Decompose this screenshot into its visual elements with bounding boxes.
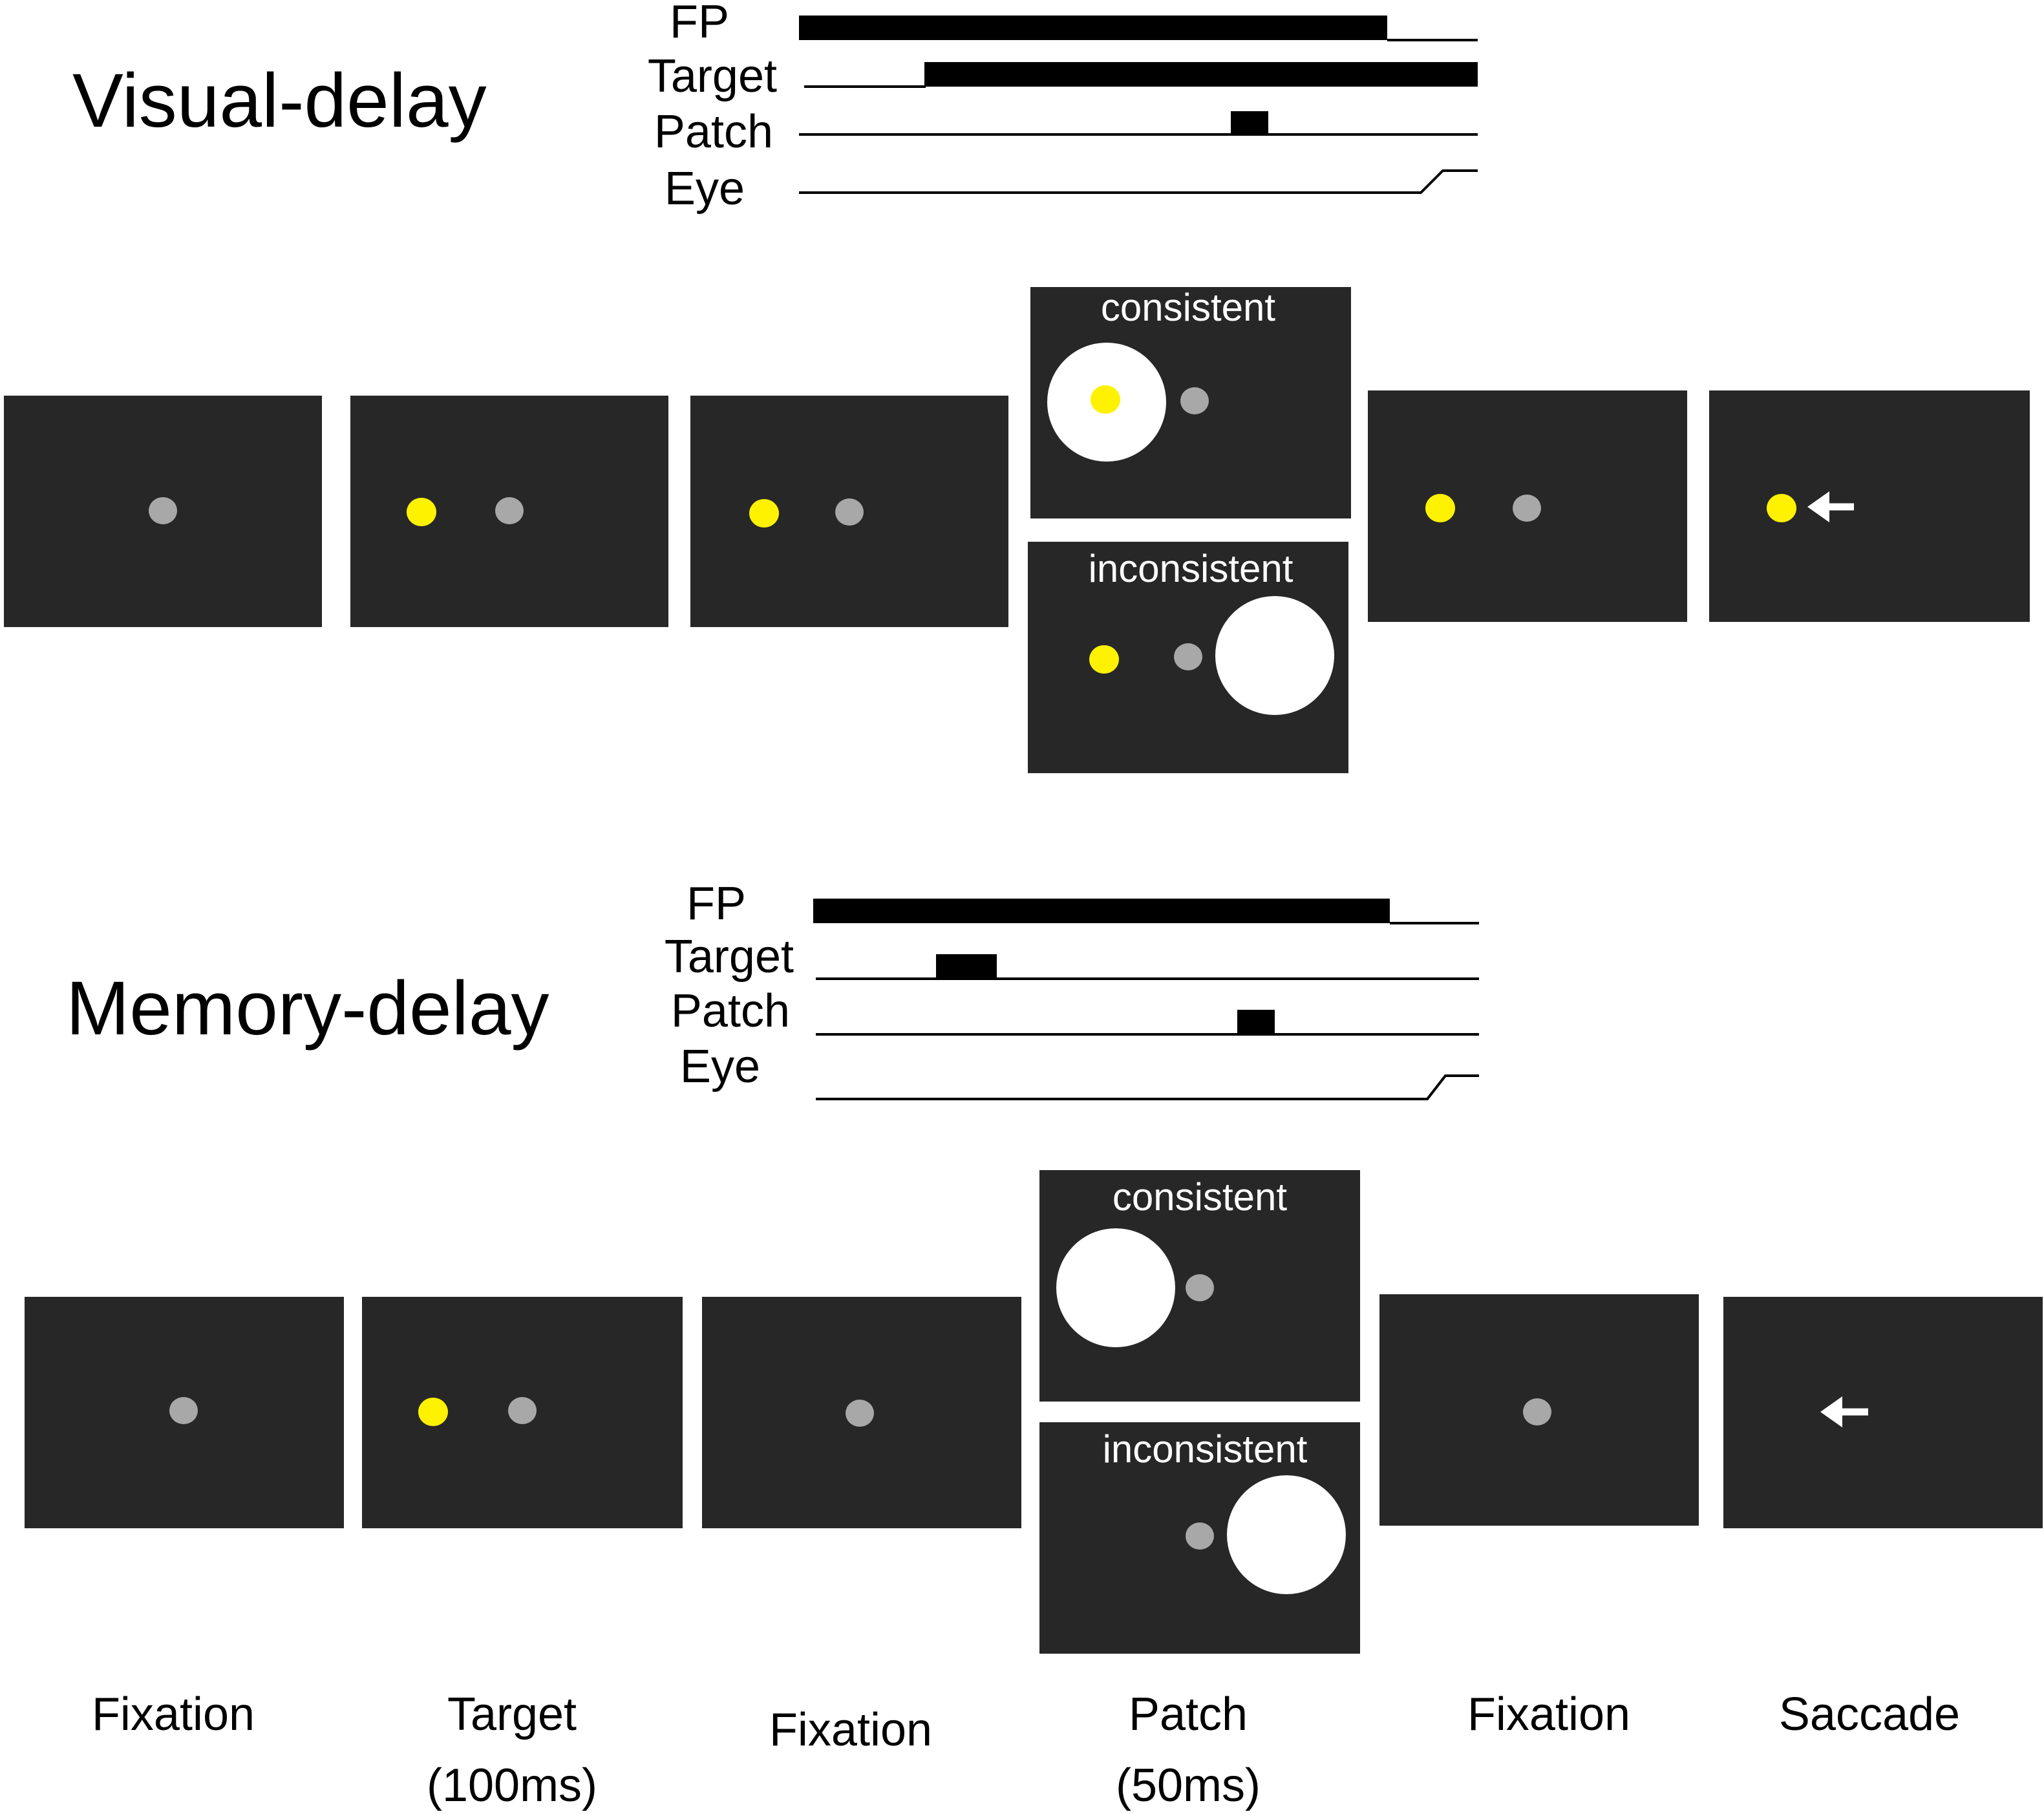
target-dot — [1091, 385, 1120, 414]
vd-screen-target — [350, 396, 668, 627]
phase-label-patch: Patch — [1129, 1689, 1248, 1740]
fixation-point — [1513, 495, 1541, 522]
vd-eye-trace — [799, 169, 1478, 194]
md-screen-target — [362, 1297, 683, 1528]
vd-fp-label: FP — [670, 0, 729, 48]
target-dot — [749, 499, 779, 528]
fixation-point — [495, 497, 524, 524]
md-screen-fixation-3 — [1379, 1294, 1699, 1526]
vd-screen-6-frame — [1709, 390, 2030, 622]
md-target-label: Target — [665, 931, 794, 983]
md-patch-inconsistent-panel: inconsistent — [1039, 1422, 1360, 1654]
vd-patch-consistent-panel: consistent — [1030, 286, 1351, 518]
vd-inconsistent-label: inconsistent — [1089, 547, 1293, 590]
phase-labels: Fixation Target (100ms) Fixation Patch (… — [92, 1689, 1960, 1811]
fixation-point — [169, 1397, 198, 1424]
phase-label-saccade: Saccade — [1779, 1689, 1960, 1740]
vd-target-label: Target — [648, 50, 777, 102]
white-patch — [1215, 596, 1334, 715]
target-dot — [1089, 645, 1119, 674]
fixation-point — [1174, 643, 1202, 670]
phase-label-fixation-1: Fixation — [92, 1689, 255, 1740]
visual-delay-timeline: FP Target Patch Eye — [648, 0, 1478, 215]
md-patch-consistent-panel: consistent — [1039, 1170, 1360, 1402]
phase-label-fixation-3: Fixation — [1467, 1689, 1630, 1740]
saccade-arrow-icon — [1807, 491, 1854, 522]
white-patch — [1056, 1228, 1175, 1347]
vd-screen-fixation-2 — [690, 396, 1008, 627]
md-screen-fixation-1 — [25, 1297, 344, 1528]
target-dot — [407, 498, 436, 526]
vd-patch-pulse — [1231, 111, 1268, 134]
visual-delay-title: Visual-delay — [72, 58, 487, 144]
vd-screen-fixation-1 — [4, 396, 322, 627]
fixation-point — [1180, 387, 1209, 414]
md-patch-pulse — [1237, 1010, 1275, 1034]
phase-label-fixation-2: Fixation — [769, 1704, 932, 1756]
target-dot — [1767, 494, 1796, 522]
vd-screen-saccade — [1709, 390, 2030, 622]
white-patch — [1227, 1475, 1346, 1594]
fixation-point — [835, 498, 864, 526]
vd-screen-fixation-3 — [1368, 390, 1687, 622]
fixation-point — [149, 497, 177, 524]
md-target-pulse — [936, 954, 997, 979]
md-inconsistent-label: inconsistent — [1103, 1427, 1308, 1471]
visual-delay-section: Visual-delay FP Target Patch Eye — [4, 0, 2030, 773]
memory-delay-section: Memory-delay FP Target Patch Eye — [25, 878, 2043, 1654]
vd-eye-label: Eye — [665, 163, 745, 215]
memory-delay-timeline: FP Target Patch Eye — [665, 878, 1479, 1100]
vd-patch-label: Patch — [654, 106, 773, 158]
fixation-point — [1186, 1522, 1214, 1550]
vd-consistent-label: consistent — [1101, 286, 1275, 329]
fixation-point — [1186, 1274, 1214, 1301]
md-fp-on-bar — [813, 899, 1390, 923]
vd-fp-on-bar — [799, 16, 1387, 40]
md-eye-trace — [816, 1074, 1479, 1100]
phase-label-target-duration: (100ms) — [427, 1760, 597, 1811]
target-dot — [1425, 494, 1455, 522]
phase-label-patch-duration: (50ms) — [1116, 1760, 1261, 1811]
target-dot — [418, 1398, 448, 1426]
fixation-point — [508, 1397, 537, 1424]
md-consistent-label: consistent — [1112, 1175, 1287, 1219]
phase-label-target: Target — [447, 1689, 577, 1740]
md-screen-fixation-2 — [702, 1297, 1021, 1528]
fixation-point — [1523, 1398, 1551, 1425]
md-fp-label: FP — [687, 878, 746, 930]
md-eye-label: Eye — [680, 1041, 760, 1093]
vd-target-on-bar — [924, 62, 1478, 87]
memory-delay-title: Memory-delay — [66, 966, 549, 1051]
fixation-point — [846, 1400, 874, 1427]
md-screen-saccade — [1723, 1297, 2043, 1528]
md-screen-6-frame — [1723, 1297, 2043, 1528]
vd-patch-inconsistent-panel: inconsistent — [1028, 542, 1348, 773]
md-patch-label: Patch — [671, 985, 790, 1037]
saccade-arrow-icon — [1820, 1396, 1868, 1427]
